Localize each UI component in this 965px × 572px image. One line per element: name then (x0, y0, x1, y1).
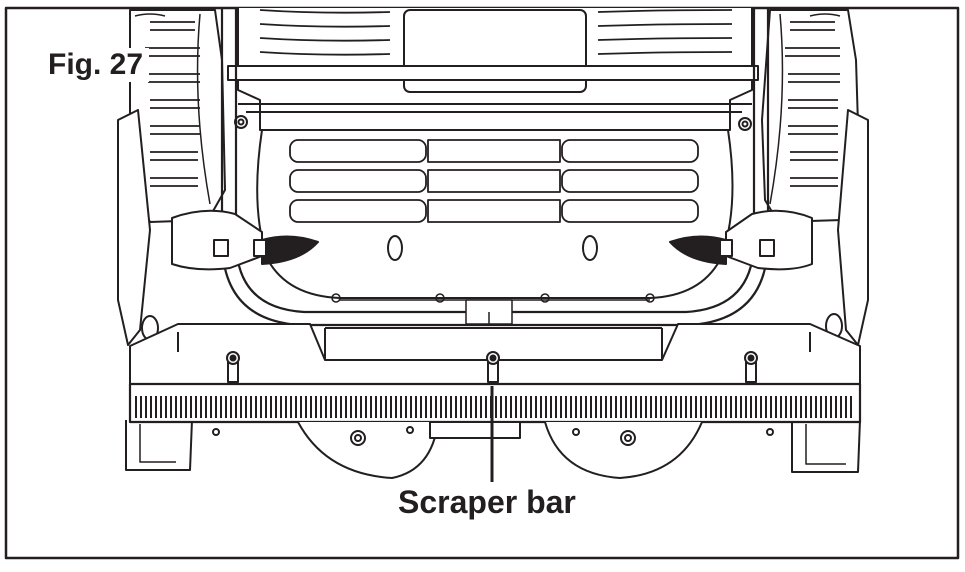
figure-label: Fig. 27 (48, 48, 150, 82)
skid-shoes (212, 421, 774, 479)
scraper-bar (128, 351, 862, 424)
panel-bolts (331, 293, 655, 326)
scraper-bar-callout-label: Scraper bar (398, 484, 576, 520)
upper-housing (227, 8, 759, 131)
side-knobs (171, 209, 813, 271)
scraper-tooth-lines (135, 396, 852, 418)
scraper-teeth (135, 396, 852, 418)
housing-sides (117, 109, 869, 346)
front-grille-panel (256, 129, 734, 299)
left-tire (125, 9, 226, 471)
right-tire (761, 9, 861, 473)
scraper-bolts (226, 351, 758, 383)
